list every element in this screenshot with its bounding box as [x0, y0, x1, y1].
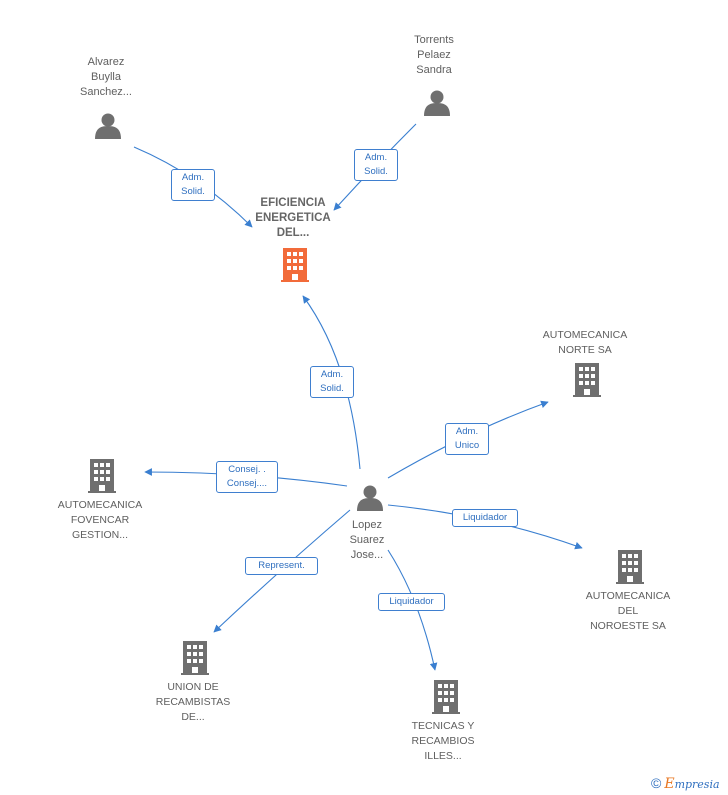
node-label-alvarez[interactable]: Alvarez Buylla Sanchez...	[56, 55, 156, 100]
label-line: AUTOMECANICA	[585, 590, 671, 602]
badge-line: Adm.	[455, 426, 479, 437]
building-icon-norte[interactable]	[573, 363, 601, 397]
label-line: ILLES...	[424, 750, 462, 762]
label-line: Alvarez	[87, 56, 125, 68]
person-icon-lopez[interactable]	[357, 485, 383, 512]
label-line: Suarez	[349, 534, 385, 546]
person-icon-alvarez[interactable]	[95, 113, 121, 140]
badge-line: Adm.	[364, 152, 388, 163]
badge-line: Solid.	[364, 166, 388, 177]
label-line: AUTOMECANICA	[57, 499, 143, 511]
brand-text: mpresia	[674, 778, 720, 791]
label-line: Buylla	[91, 71, 121, 83]
label-line: DEL...	[276, 227, 310, 239]
label-line: ENERGETICA	[255, 212, 331, 224]
relation-badge-lopez-union[interactable]: Represent.	[245, 557, 318, 575]
badge-line: Adm.	[181, 172, 205, 183]
label-line: GESTION...	[71, 529, 128, 541]
badge-line: Liquidador	[462, 512, 508, 523]
brand-logo: Empresia	[664, 776, 720, 792]
label-line: Lopez	[352, 519, 382, 531]
label-line: AUTOMECANICA	[542, 329, 628, 341]
label-line: UNION DE	[167, 681, 219, 693]
badge-line: Liquidador	[389, 596, 434, 607]
brand-initial: E	[664, 776, 675, 792]
building-icon-fovencar[interactable]	[88, 459, 116, 493]
label-line: DEL	[617, 605, 639, 617]
building-icon-eficiencia[interactable]	[281, 248, 309, 282]
relation-badge-lopez-fovencar[interactable]: Consej. . Consej....	[216, 461, 278, 493]
label-line: NOROESTE SA	[590, 620, 666, 632]
copyright-icon: ©	[651, 775, 662, 791]
badge-line: Consej. .	[228, 464, 266, 475]
label-line: EFICIENCIA	[260, 197, 326, 209]
label-line: DE...	[181, 711, 205, 723]
building-icon-tecnicas[interactable]	[432, 680, 460, 714]
label-line: NORTE SA	[558, 344, 612, 356]
building-icon-noroeste[interactable]	[616, 550, 644, 584]
node-label-torrents[interactable]: Torrents Pelaez Sandra	[384, 33, 484, 78]
label-line: Sandra	[416, 64, 452, 76]
badge-line: Adm.	[320, 369, 344, 380]
label-line: Torrents	[414, 34, 454, 46]
node-label-norte[interactable]: AUTOMECANICA NORTE SA	[525, 328, 645, 358]
relation-badge-lopez-eficiencia[interactable]: Adm. Solid.	[310, 366, 354, 398]
badge-line: Represent.	[258, 560, 305, 571]
footer-branding[interactable]: ©Empresia	[651, 775, 720, 792]
relation-badge-lopez-noroeste[interactable]: Liquidador	[452, 509, 518, 527]
node-label-fovencar[interactable]: AUTOMECANICA FOVENCAR GESTION...	[40, 498, 160, 543]
label-line: Pelaez	[417, 49, 451, 61]
label-line: Jose...	[350, 549, 384, 561]
node-label-tecnicas[interactable]: TECNICAS Y RECAMBIOS ILLES...	[383, 719, 503, 764]
node-label-noroeste[interactable]: AUTOMECANICA DEL NOROESTE SA	[568, 589, 688, 634]
label-line: Sanchez...	[80, 86, 132, 98]
badge-line: Consej....	[226, 478, 268, 489]
relation-badge-lopez-tecnicas[interactable]: Liquidador	[378, 593, 445, 611]
relation-badge-lopez-norte[interactable]: Adm. Unico	[445, 423, 489, 455]
relation-badge-torrents[interactable]: Adm. Solid.	[354, 149, 398, 181]
label-line: TECNICAS Y	[411, 720, 475, 732]
label-line: RECAMBISTAS	[155, 696, 231, 708]
badge-line: Unico	[454, 440, 480, 451]
relation-badge-alvarez[interactable]: Adm. Solid.	[171, 169, 215, 201]
node-label-eficiencia[interactable]: EFICIENCIA ENERGETICA DEL...	[238, 196, 348, 241]
building-icon-union[interactable]	[181, 641, 209, 675]
person-icon-torrents[interactable]	[424, 90, 450, 117]
badge-line: Solid.	[181, 186, 205, 197]
node-label-lopez[interactable]: Lopez Suarez Jose...	[327, 518, 407, 563]
badge-line: Solid.	[320, 383, 344, 394]
label-line: FOVENCAR	[70, 514, 130, 526]
node-label-union[interactable]: UNION DE RECAMBISTAS DE...	[133, 680, 253, 725]
label-line: RECAMBIOS	[411, 735, 475, 747]
